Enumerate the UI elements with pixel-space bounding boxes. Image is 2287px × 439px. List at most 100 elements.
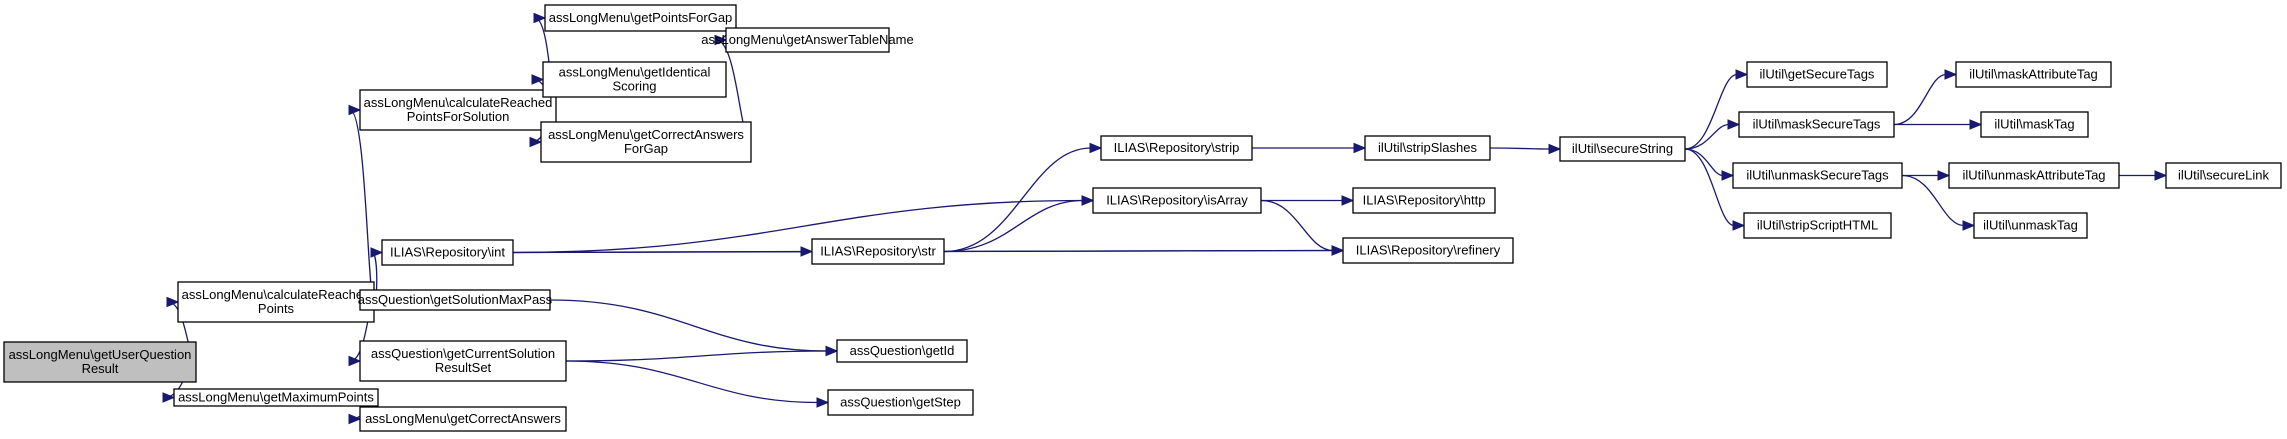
arrowhead-icon: [533, 12, 547, 24]
node-ilutil-stripscripthtml[interactable]: ilUtil\stripScriptHTML: [1743, 212, 1892, 239]
edge-n16-n17: [1260, 199, 1345, 256]
edge-n23-n27: [1901, 170, 1951, 181]
node-ilutil-maskattributetag[interactable]: ilUtil\maskAttributeTag: [1955, 61, 2112, 88]
edge-line: [943, 147, 1092, 253]
node-box: [1092, 187, 1262, 214]
node-assquestion-getsolutionmaxpass[interactable]: assQuestion\getSolutionMaxPass: [358, 289, 553, 311]
node-box: [1955, 61, 2112, 88]
node-box: [1559, 136, 1686, 162]
arrowhead-icon: [1735, 69, 1749, 80]
arrowhead-icon: [1721, 170, 1735, 181]
edge-n5-n13: [549, 299, 839, 357]
node-label: ILIAS\Repository\str: [820, 244, 936, 259]
arrowhead-icon: [370, 247, 384, 258]
node-label: assLongMenu\getUserQuestion: [9, 347, 192, 362]
arrowhead-icon: [1727, 119, 1741, 130]
arrowhead-icon: [1944, 69, 1958, 80]
node-ilutil-masktag[interactable]: ilUtil\maskTag: [1980, 111, 2089, 138]
edge-n16-n18: [1261, 195, 1355, 206]
arrowhead-icon: [166, 296, 180, 308]
node-ilias-repository-int[interactable]: ILIAS\Repository\int: [381, 239, 514, 266]
arrowhead-icon: [2154, 170, 2168, 181]
node-box: [827, 389, 974, 416]
node-label: assQuestion\getSolutionMaxPass: [358, 292, 553, 307]
edge-n6-n14: [565, 360, 830, 408]
node-box: [836, 339, 968, 363]
edge-n20-n22: [1684, 119, 1741, 150]
node-label: ILIAS\Repository\refinery: [1356, 243, 1501, 258]
node-ilias-repository-refinery[interactable]: ILIAS\Repository\refinery: [1342, 237, 1514, 264]
arrowhead-icon: [529, 136, 543, 148]
edge-n20-n24: [1684, 148, 1746, 231]
node-ilutil-masksecuretags[interactable]: ilUtil\maskSecureTags: [1738, 111, 1895, 138]
node-box: [1743, 212, 1892, 239]
edge-line: [1901, 174, 1965, 227]
node-box: [381, 239, 514, 266]
edge-line: [1684, 148, 1735, 227]
edge-n20-n21: [1684, 69, 1749, 150]
node-box: [1948, 162, 2120, 189]
edge-line: [1684, 148, 1724, 177]
edge-line: [1893, 73, 1947, 126]
node-box: [359, 406, 567, 432]
node-label: ILIAS\Repository\isArray: [1106, 193, 1248, 208]
node-box: [359, 289, 551, 311]
node-ilutil-getsecuretags[interactable]: ilUtil\getSecureTags: [1746, 61, 1888, 88]
edge-n22-n25: [1893, 69, 1958, 126]
edge-line: [512, 199, 1084, 254]
node-ilias-repository-http[interactable]: ILIAS\Repository\http: [1352, 187, 1496, 214]
node-box: [1100, 135, 1253, 161]
node-label: assLongMenu\calculateReached: [364, 95, 553, 110]
node-ilias-repository-strip[interactable]: ILIAS\Repository\strip: [1100, 135, 1253, 161]
edge-n22-n26: [1894, 119, 1983, 130]
edge-line: [1489, 147, 1551, 150]
node-label: ilUtil\unmaskAttributeTag: [1962, 168, 2105, 183]
node-box: [1738, 111, 1895, 138]
node-box: [1342, 237, 1514, 264]
node-box: [1364, 135, 1491, 161]
edge-n23-n28: [1901, 174, 1976, 231]
edge-line: [1260, 199, 1334, 252]
node-ilutil-unmasktag[interactable]: ilUtil\unmaskTag: [1973, 212, 2088, 239]
node-label: PointsForSolution: [407, 109, 510, 124]
edge-line: [1684, 123, 1730, 150]
node-box: [542, 61, 727, 98]
node-asslongmenu-getmaximumpoints[interactable]: assLongMenu\getMaximumPoints: [173, 388, 379, 407]
edge-n15-n19: [1252, 142, 1367, 154]
node-box: [3, 341, 197, 383]
node-asslongmenu-calculatereachedpointsforsolution[interactable]: assLongMenu\calculateReachedPointsForSol…: [359, 89, 557, 131]
node-asslongmenu-getanswertablename[interactable]: assLongMenu\getAnswerTableName: [701, 27, 914, 53]
node-ilias-repository-str[interactable]: ILIAS\Repository\str: [811, 238, 945, 265]
node-assquestion-getid[interactable]: assQuestion\getId: [836, 339, 968, 363]
node-ilutil-securelink[interactable]: ilUtil\secureLink: [2165, 162, 2282, 189]
node-box: [1980, 111, 2089, 138]
node-box: [173, 388, 379, 407]
arrowhead-icon: [348, 413, 362, 425]
node-label: assLongMenu\getCorrectAnswers: [365, 411, 561, 426]
node-assquestion-getstep[interactable]: assQuestion\getStep: [827, 389, 974, 416]
node-label: ilUtil\getSecureTags: [1760, 67, 1875, 82]
node-asslongmenu-getcorrectanswers[interactable]: assLongMenu\getCorrectAnswers: [359, 406, 567, 432]
node-asslongmenu-getpointsforgap[interactable]: assLongMenu\getPointsForGap: [544, 4, 737, 32]
node-label: assLongMenu\calculateReached: [182, 287, 371, 302]
node-label: assQuestion\getStep: [840, 395, 961, 410]
arrowhead-icon: [1341, 195, 1355, 206]
node-label: ILIAS\Repository\strip: [1114, 140, 1240, 155]
node-label: ilUtil\maskSecureTags: [1753, 117, 1881, 132]
node-ilutil-stripslashes[interactable]: ilUtil\stripSlashes: [1364, 135, 1491, 161]
node-ilias-repository-isarray[interactable]: ILIAS\Repository\isArray: [1092, 187, 1262, 214]
node-ilutil-unmasksecuretags[interactable]: ilUtil\unmaskSecureTags: [1732, 162, 1903, 189]
edge-n1-n3: [348, 104, 375, 303]
arrowhead-icon: [348, 355, 362, 367]
node-ilutil-securestring[interactable]: ilUtil\secureString: [1559, 136, 1686, 162]
node-box: [359, 340, 567, 382]
node-label: Scoring: [612, 79, 656, 94]
node-label: ilUtil\secureString: [1572, 141, 1673, 156]
node-label: ilUtil\maskAttributeTag: [1969, 67, 2098, 82]
node-ilutil-unmaskattributetag[interactable]: ilUtil\unmaskAttributeTag: [1948, 162, 2120, 189]
